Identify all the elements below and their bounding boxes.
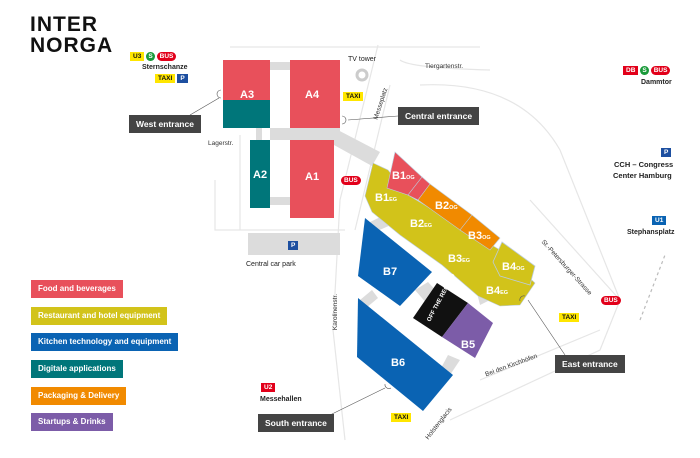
bus-stop-east: BUS [601, 296, 623, 305]
hall-label-b5: B5 [461, 339, 475, 351]
west-entrance-label[interactable]: West entrance [129, 115, 201, 133]
hall-label-b4eg: B4EG [486, 285, 508, 297]
u3-badge: U3 [130, 52, 145, 61]
hall-b6[interactable] [357, 298, 453, 411]
legend-item-restaurant: Restaurant and hotel equipment [31, 307, 168, 325]
hall-label-b2eg: B2EG [410, 218, 432, 230]
s-bahn-icon: S [146, 52, 155, 61]
hall-label-b4og: B4OG [502, 261, 525, 273]
legend-label: Startups & Drinks [31, 413, 113, 431]
sternschanze-label: Sternschanze [142, 64, 188, 71]
off-the-record-area[interactable] [413, 283, 468, 337]
taxi-south: TAXI [391, 413, 413, 422]
east-entrance-label[interactable]: East entrance [555, 355, 625, 373]
legend-item-startups: Startups & Drinks [31, 413, 113, 431]
hall-a1[interactable] [290, 140, 334, 218]
cch-label-line2: Center Hamburg [613, 171, 672, 180]
hall-label-a1: A1 [305, 171, 319, 183]
hall-label-a4: A4 [305, 89, 320, 101]
legend-item-kitchen: Kitchen technology and equipment [31, 333, 179, 351]
hall-label-b2og: B2OG [435, 200, 458, 212]
hall-a3-food[interactable] [223, 60, 270, 100]
legend-item-digital: Digitale applications [31, 360, 123, 378]
taxi-icon: TAXI [155, 74, 176, 83]
hall-a4[interactable] [290, 60, 340, 128]
hall-a2[interactable] [250, 140, 270, 208]
taxi-icon: TAXI [391, 413, 412, 422]
messehallen-transit: U2 [261, 383, 277, 392]
hall-b7[interactable] [358, 218, 432, 306]
messehallen-label: Messehallen [260, 396, 302, 403]
cch-parking: P [661, 148, 673, 157]
hall-label-b1og: B1OG [392, 170, 415, 182]
hall-label-a2: A2 [253, 169, 267, 181]
bus-icon: BUS [601, 296, 621, 305]
s-bahn-icon: S [640, 66, 649, 75]
hall-label-a3: A3 [240, 89, 254, 101]
car-park-parking: P [288, 241, 300, 250]
tv-tower-icon [355, 68, 369, 82]
street-lagerstr: Lagerstr. [208, 140, 234, 147]
stephansplatz-label: Stephansplatz [627, 229, 675, 236]
hall-label-b7: B7 [383, 266, 397, 278]
dammtor-label: Dammtor [641, 79, 672, 86]
cch-label-line1: CCH – Congress [614, 160, 674, 169]
hall-label-b3eg: B3EG [448, 253, 470, 265]
stephansplatz-transit: U1 [652, 216, 668, 225]
street-karolinenstr: Karolinenstr. [332, 293, 340, 331]
logo-line1: INTER [30, 13, 98, 36]
parking-icon: P [288, 241, 299, 250]
taxi-central: TAXI [343, 92, 365, 101]
hall-label-b3og: B3OG [468, 230, 491, 242]
central-entrance-label[interactable]: Central entrance [398, 107, 480, 125]
legend-item-food: Food and beverages [31, 280, 123, 298]
taxi-icon: TAXI [343, 92, 364, 101]
south-entrance-label[interactable]: South entrance [258, 414, 334, 432]
hall-b4-og[interactable] [492, 241, 536, 286]
tv-tower-label: TV tower [348, 56, 377, 63]
bus-icon: BUS [650, 66, 671, 75]
bus-stop-a1: BUS [341, 176, 363, 185]
parking-icon: P [661, 148, 672, 157]
internorga-logo: INTER NORGA [30, 14, 113, 56]
legend-label: Food and beverages [31, 280, 123, 298]
hall-a3-digital[interactable] [223, 100, 270, 128]
bus-icon: BUS [156, 52, 177, 61]
bus-icon: BUS [341, 176, 361, 185]
parking-icon: P [177, 74, 188, 83]
db-icon: DB [623, 66, 639, 75]
legend-label: Kitchen technology and equipment [31, 333, 179, 351]
street-tiergartenstr: Tiergartenstr. [425, 63, 464, 70]
legend-label: Digitale applications [31, 360, 123, 378]
entrance-leaders [189, 89, 566, 416]
hall-label-b6: B6 [391, 357, 405, 369]
legend-label: Restaurant and hotel equipment [31, 307, 168, 325]
taxi-icon: TAXI [559, 313, 580, 322]
hall-b5[interactable] [442, 303, 493, 358]
legend-label: Packaging & Delivery [31, 387, 127, 405]
u2-badge: U2 [261, 383, 276, 392]
hall-label-b1eg: B1EG [375, 192, 397, 204]
logo-line2: NORGA [30, 34, 114, 57]
taxi-east: TAXI [559, 313, 581, 322]
u1-badge: U1 [652, 216, 667, 225]
central-car-park-label: Central car park [246, 261, 296, 268]
legend-item-packaging: Packaging & Delivery [31, 387, 127, 405]
hall-b3-og[interactable] [459, 214, 501, 251]
roads [214, 44, 666, 441]
